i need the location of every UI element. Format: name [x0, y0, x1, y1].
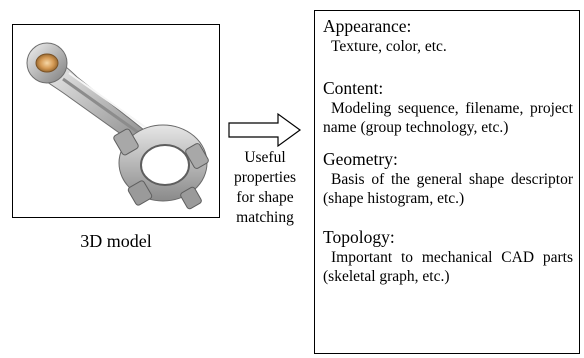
property-appearance: Appearance: Texture, color, etc. [323, 16, 573, 56]
model-caption: 3D model [80, 231, 152, 251]
property-topology: Topology: Important to mechanical CAD pa… [323, 227, 573, 286]
properties-box: Appearance: Texture, color, etc. Content… [314, 10, 580, 354]
property-description: Basis of the general shape descriptor (s… [323, 171, 573, 207]
property-description: Modeling sequence, filename, project nam… [323, 100, 573, 136]
model-image-frame [12, 24, 220, 218]
connecting-rod-image [26, 42, 209, 210]
arrow-label-line: matching [236, 209, 294, 226]
property-title: Topology: [323, 227, 395, 247]
arrow-label: Useful properties for shape matching [224, 148, 306, 228]
property-title: Appearance: [323, 16, 412, 36]
property-description: Important to mechanical CAD parts (skele… [323, 249, 573, 285]
right-arrow-icon [228, 112, 302, 148]
arrow-label-line: for shape [236, 189, 294, 206]
property-description: Texture, color, etc. [331, 38, 447, 55]
arrow-label-line: properties [234, 169, 296, 186]
property-geometry: Geometry: Basis of the general shape des… [323, 149, 573, 208]
property-title: Content: [323, 78, 384, 98]
property-title: Geometry: [323, 149, 398, 169]
property-content: Content: Modeling sequence, filename, pr… [323, 78, 573, 137]
arrow-label-line: Useful [244, 149, 286, 166]
